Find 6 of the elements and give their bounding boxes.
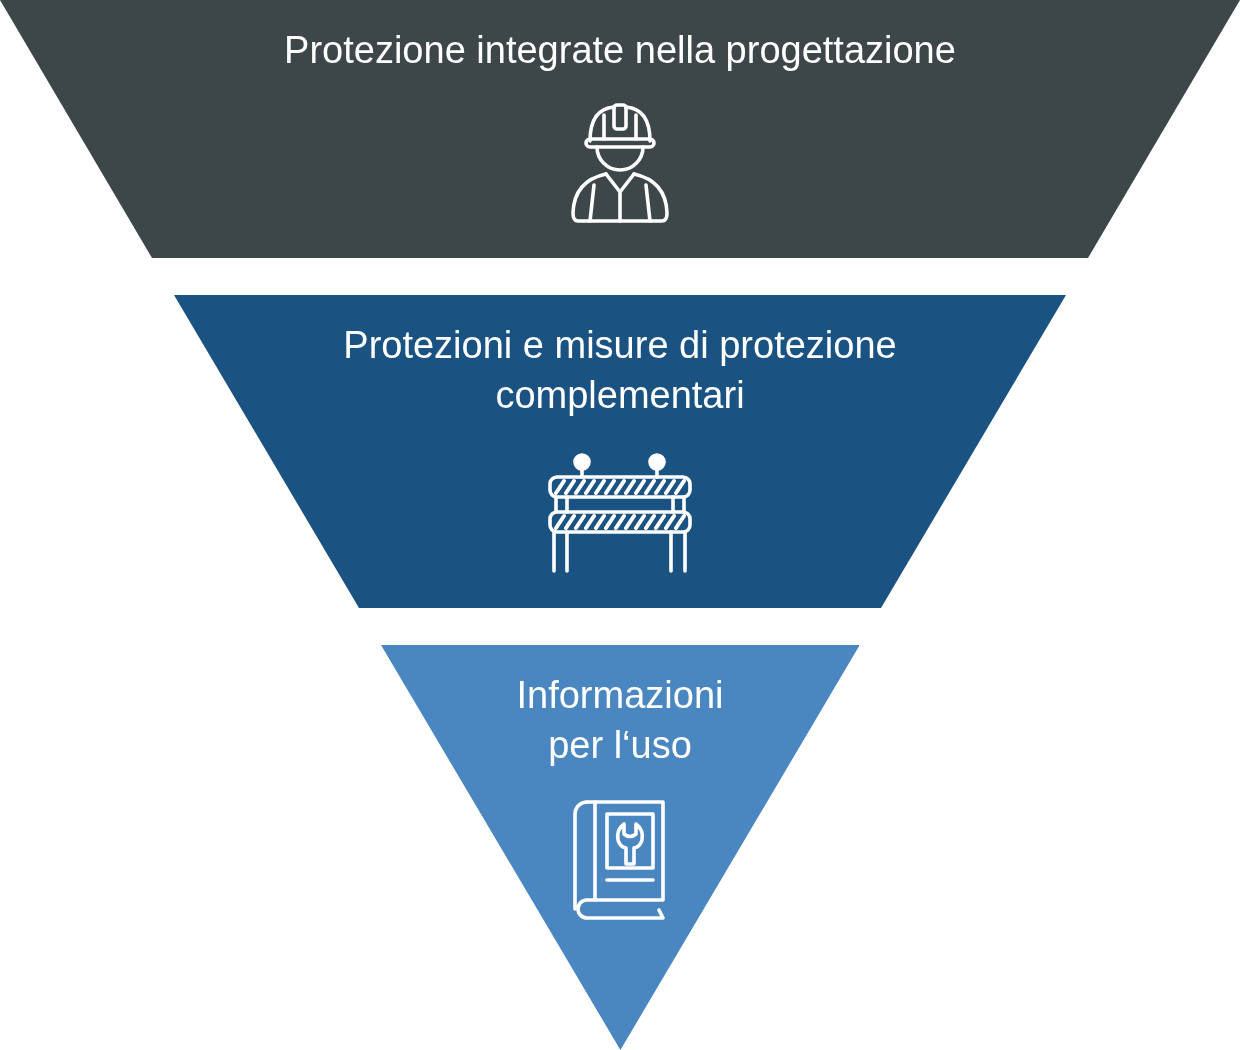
funnel-band: [174, 295, 1066, 608]
tier-title: Informazioni per l‘uso: [515, 673, 725, 768]
funnel-band: [0, 0, 1240, 258]
tier-title: Protezioni e misure di protezione complementari: [342, 323, 898, 418]
funnel-band: [380, 645, 860, 1050]
tier-title: Protezione integrate nella progettazione: [283, 28, 957, 73]
